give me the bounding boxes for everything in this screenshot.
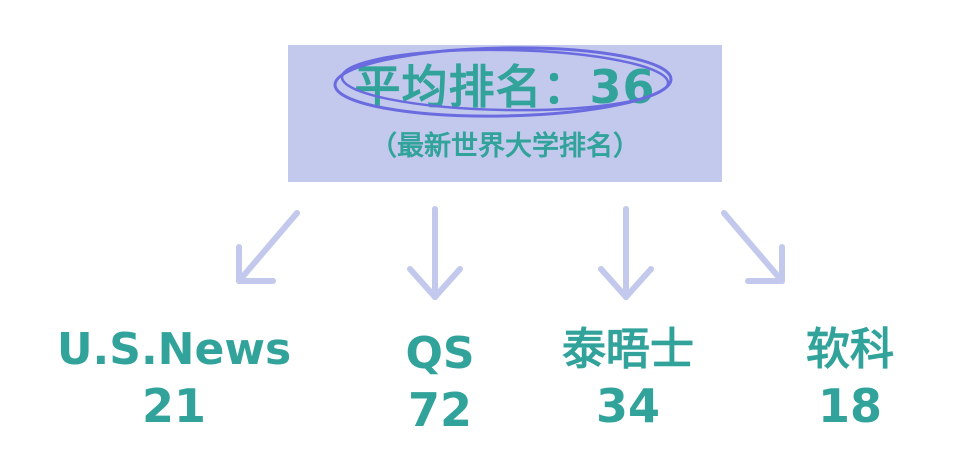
ranking-source-label: U.S.News: [56, 324, 292, 375]
ranking-qs: QS 72: [380, 326, 500, 438]
average-rank-subtitle: （最新世界大学排名）: [370, 131, 640, 162]
ranking-value: 72: [407, 383, 472, 437]
ranking-value: 34: [595, 379, 660, 433]
arrow-down-icon: [598, 206, 654, 300]
ranking-source-label: 软科: [806, 324, 894, 375]
ranking-times: 泰晤士 34: [540, 322, 716, 434]
ranking-value: 21: [141, 379, 206, 433]
ranking-shanghai: 软科 18: [790, 322, 910, 434]
arrow-down-left-icon: [236, 210, 300, 284]
arrow-down-right-icon: [721, 210, 785, 284]
ranking-source-label: 泰晤士: [562, 324, 694, 375]
ranking-source-label: QS: [405, 328, 475, 379]
ranking-usnews: U.S.News 21: [44, 322, 304, 434]
arrow-down-icon: [407, 206, 463, 300]
ranking-value: 18: [817, 379, 882, 433]
